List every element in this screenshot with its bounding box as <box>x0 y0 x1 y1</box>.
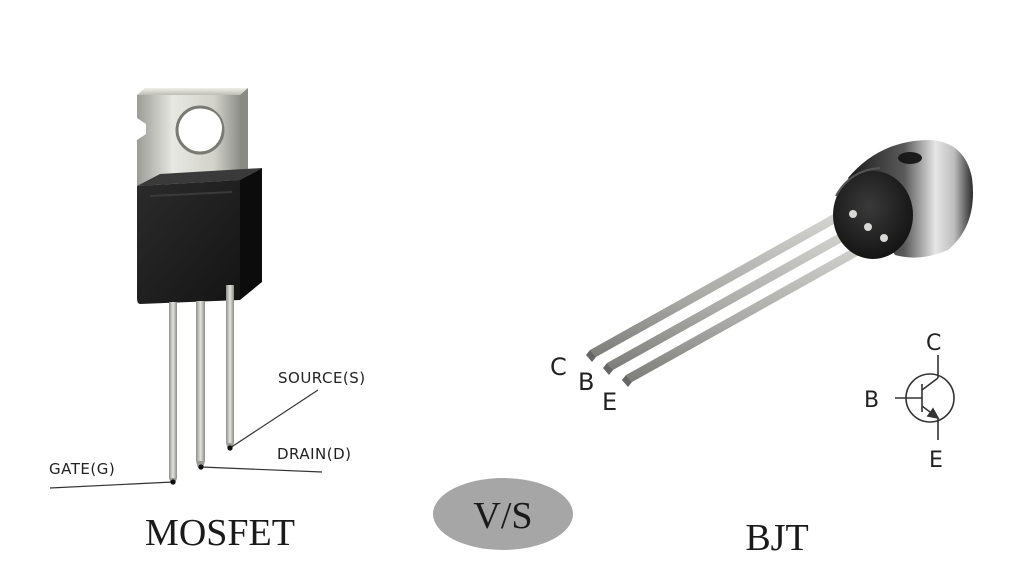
drain-pin-label: DRAIN(D) <box>277 445 352 463</box>
mosfet-package <box>49 88 323 489</box>
bjt-base-lead-label: B <box>578 368 594 396</box>
bjt-title: BJT <box>745 517 808 559</box>
versus-badge: V/S <box>433 478 573 550</box>
source-pin-label: SOURCE(S) <box>278 369 366 387</box>
symbol-base-label: B <box>864 388 879 413</box>
mosfet-heatsink-tab <box>137 88 248 186</box>
symbol-emitter-label: E <box>929 448 943 473</box>
mosfet-epoxy-body <box>137 168 262 304</box>
symbol-collector-label: C <box>926 331 941 356</box>
bjt-package <box>586 140 973 387</box>
npn-transistor-symbol <box>895 355 955 440</box>
gate-pin-label: GATE(G) <box>49 460 115 478</box>
bjt-emitter-lead-label: E <box>602 388 617 416</box>
mosfet-title: MOSFET <box>145 512 295 554</box>
mosfet-callout-lines <box>49 389 323 489</box>
versus-label: V/S <box>473 495 532 537</box>
mosfet-leads <box>169 285 234 484</box>
bjt-epoxy-body <box>833 140 973 259</box>
bjt-collector-lead-label: C <box>550 353 567 381</box>
bjt-leads <box>586 207 888 387</box>
